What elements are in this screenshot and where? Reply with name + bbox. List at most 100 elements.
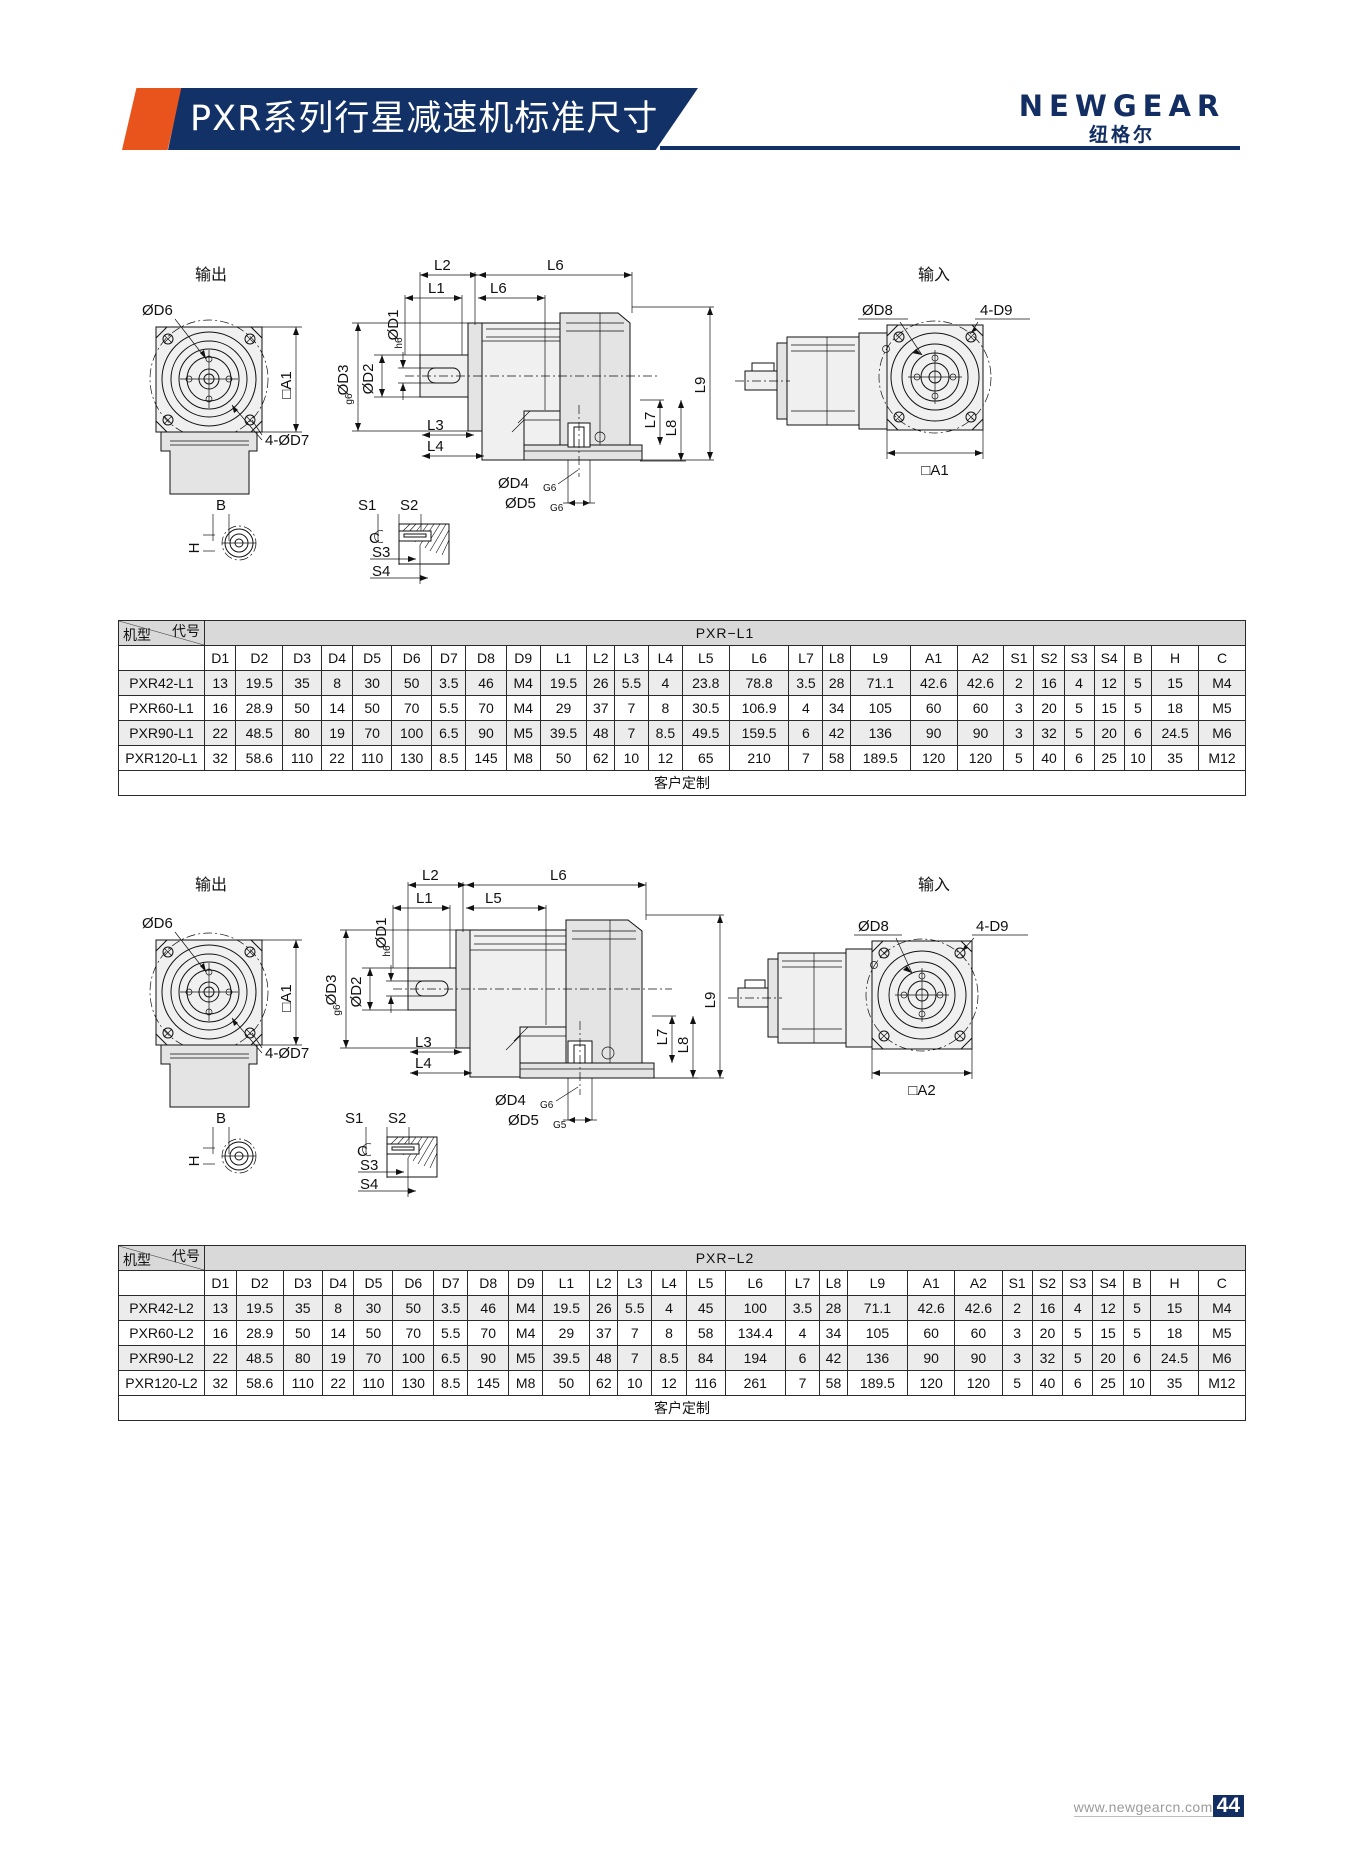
cell-d4: 22: [320, 745, 354, 771]
column-header-l9: L9: [849, 645, 911, 671]
column-header-d5: D5: [352, 645, 392, 671]
column-header-l6: L6: [728, 645, 790, 671]
cell-l5: 23.8: [681, 670, 730, 696]
cell-s1: 3: [1001, 1320, 1033, 1346]
row-model-name: PXR60-L2: [118, 1320, 205, 1346]
dim-label-s3: S3: [360, 1157, 378, 1174]
cell-b: 10: [1122, 1370, 1152, 1396]
cell-d4: 8: [320, 670, 354, 696]
cell-d7: 8.5: [431, 745, 467, 771]
column-header-d6: D6: [392, 1270, 435, 1296]
cell-s3: 5: [1063, 695, 1095, 721]
dim-label-s2: S2: [388, 1110, 406, 1127]
cell-d1: 32: [204, 1370, 237, 1396]
cell-d3: 80: [282, 720, 322, 746]
column-header-d1: D1: [204, 1270, 237, 1296]
dim-label-d8: ØD8: [858, 918, 889, 935]
column-header-s1: S1: [1003, 645, 1035, 671]
cell-l1: 39.5: [539, 720, 588, 746]
dim-label-d9: 4-D9: [976, 918, 1009, 935]
dim-label-l2: L2: [422, 867, 439, 884]
cell-l9: 189.5: [846, 1370, 909, 1396]
cell-l9: 136: [846, 1345, 909, 1371]
footer-url[interactable]: www.newgearcn.com: [1073, 1799, 1213, 1817]
cell-s2: 20: [1031, 1320, 1064, 1346]
cell-s3: 4: [1063, 670, 1095, 696]
cell-h: 18: [1151, 695, 1199, 721]
cell-l4: 8: [651, 1320, 687, 1346]
cell-d6: 50: [390, 670, 433, 696]
dim-label-d4: ØD4: [498, 475, 529, 492]
dim-label-c: C: [369, 530, 380, 547]
cell-d1: 22: [204, 1345, 237, 1371]
dim-label-l3: L3: [415, 1034, 432, 1051]
cell-a1: 60: [907, 1320, 956, 1346]
cell-d5: 110: [353, 1370, 394, 1396]
cell-d3: 110: [282, 745, 322, 771]
table-footer-note-row: 客户定制: [118, 770, 1246, 796]
dim-label-h: H: [186, 543, 203, 554]
cell-a1: 60: [909, 695, 958, 721]
cell-s1: 3: [1001, 1345, 1033, 1371]
cell-s4: 25: [1092, 1370, 1124, 1396]
dim-label-d1: ØD1: [385, 310, 402, 341]
dim-label-s4: S4: [372, 563, 390, 580]
column-header-l8: L8: [822, 645, 851, 671]
page-number: 44: [1212, 1795, 1244, 1817]
cell-l3: 7: [617, 1345, 653, 1371]
input-label: 输入: [918, 266, 950, 284]
cell-d3: 35: [282, 670, 322, 696]
dim-label-l6-inner: L6: [490, 280, 507, 297]
dim-label-d6: ØD6: [142, 302, 173, 319]
column-header-h: H: [1150, 1270, 1199, 1296]
company-logo: NEWGEAR 纽格尔: [1002, 90, 1242, 148]
dim-label-d9: 4-D9: [980, 302, 1013, 319]
cell-l3: 7: [613, 695, 649, 721]
shaft-end-view-l1: B H: [186, 497, 257, 561]
keyway-detail-l1: S1 S2 C S3 S4: [358, 497, 450, 584]
column-header-d9: D9: [508, 1270, 544, 1296]
column-header-s4: S4: [1092, 1270, 1124, 1296]
dim-label-l9: L9: [692, 377, 709, 394]
cell-l9: 189.5: [849, 745, 911, 771]
dim-label-s1: S1: [358, 497, 376, 514]
cell-h: 35: [1151, 745, 1199, 771]
column-header-l3: L3: [617, 1270, 653, 1296]
cell-d9: M4: [508, 1295, 544, 1321]
header-banner: [168, 88, 698, 150]
column-header-s1: S1: [1001, 1270, 1033, 1296]
cell-l1: 29: [542, 1320, 591, 1346]
column-header-d6: D6: [390, 645, 433, 671]
cell-d1: 13: [204, 1295, 237, 1321]
column-header-a2: A2: [956, 645, 1005, 671]
row-model-name: PXR90-L2: [118, 1345, 205, 1371]
cell-d7: 6.5: [431, 720, 467, 746]
dim-label-b: B: [216, 1110, 226, 1127]
cell-s2: 20: [1033, 695, 1065, 721]
cell-s1: 2: [1003, 670, 1035, 696]
cell-c: M12: [1197, 1370, 1247, 1396]
cell-l5: 84: [685, 1345, 726, 1371]
cell-a1: 90: [907, 1345, 956, 1371]
cell-s1: 3: [1003, 720, 1035, 746]
column-header-s3: S3: [1062, 1270, 1094, 1296]
dim-label-d6: ØD6: [142, 915, 173, 932]
cell-l3: 5.5: [613, 670, 649, 696]
output-face-view-l2: 输出 ØD6 □A1 4-ØD7: [142, 876, 309, 1108]
column-header-d4: D4: [320, 645, 354, 671]
cell-d2: 28.9: [235, 695, 284, 721]
cell-l4: 8.5: [647, 720, 683, 746]
cell-l9: 71.1: [849, 670, 911, 696]
column-header-b: B: [1122, 1270, 1152, 1296]
column-header-l6: L6: [724, 1270, 786, 1296]
cell-l2: 37: [589, 1320, 619, 1346]
cell-d6: 70: [390, 695, 433, 721]
cell-l7: 7: [784, 1370, 821, 1396]
cell-a2: 120: [954, 1370, 1003, 1396]
cell-c: M5: [1198, 695, 1246, 721]
